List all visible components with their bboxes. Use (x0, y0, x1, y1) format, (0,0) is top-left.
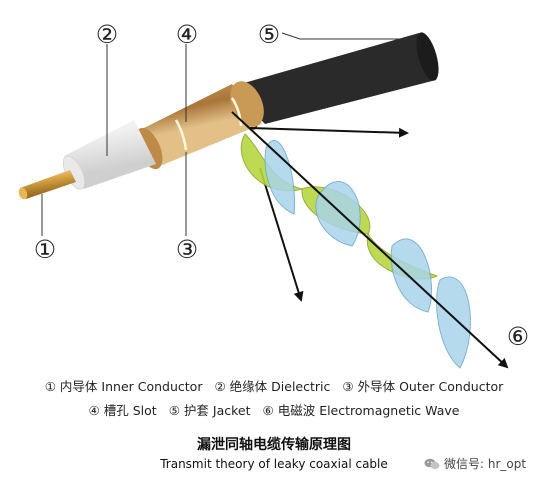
leader-lines (41, 32, 415, 236)
leaky-coax-diagram: ① ② ③ ④ ⑤ ⑥ (18, 20, 529, 369)
electromagnetic-wave (231, 111, 509, 369)
callout-1: ① (34, 235, 56, 264)
emission-arrow (259, 167, 304, 302)
callout-2: ② (96, 20, 118, 49)
propagation-arrow (231, 111, 509, 369)
wave-field-blue (436, 276, 471, 369)
watermark: 微信号: hr_opt (424, 455, 526, 472)
legend-item-dielectric: ② 绝缘体 Dielectric (214, 379, 331, 394)
legend-item-jacket: ⑤ 护套 Jacket (168, 403, 251, 418)
slot (174, 119, 188, 151)
watermark-text: 微信号: hr_opt (444, 457, 527, 471)
wave-field-blue (390, 238, 432, 313)
callout-6: ⑥ (507, 322, 529, 351)
legend-row-1: ① 内导体 Inner Conductor ② 绝缘体 Dielectric ③… (0, 376, 548, 395)
wave-field-blue (264, 140, 296, 215)
inner-conductor (18, 170, 76, 200)
wave-field-blue (315, 181, 361, 247)
legend-item-outer-conductor: ③ 外导体 Outer Conductor (342, 379, 504, 394)
callout-labels: ① ② ③ ④ ⑤ ⑥ (34, 20, 529, 351)
legend-item-inner-conductor: ① 内导体 Inner Conductor (44, 379, 203, 394)
caption-chinese: 漏泄同轴电缆传输原理图 (197, 437, 351, 453)
wave-field-green (366, 232, 439, 280)
callout-3: ③ (176, 235, 198, 264)
legend-item-electromagnetic-wave: ⑥ 电磁波 Electromagnetic Wave (262, 403, 460, 418)
legend-row-2: ④ 槽孔 Slot ⑤ 护套 Jacket ⑥ 电磁波 Electromagne… (0, 400, 548, 419)
wechat-icon (424, 458, 440, 470)
callout-5: ⑤ (258, 20, 280, 49)
dielectric (62, 120, 156, 190)
legend-item-slot: ④ 槽孔 Slot (88, 403, 157, 418)
emission-arrow (249, 127, 409, 138)
slot (230, 97, 243, 127)
caption-english: Transmit theory of leaky coaxial cable (160, 457, 388, 471)
callout-4: ④ (176, 20, 198, 49)
